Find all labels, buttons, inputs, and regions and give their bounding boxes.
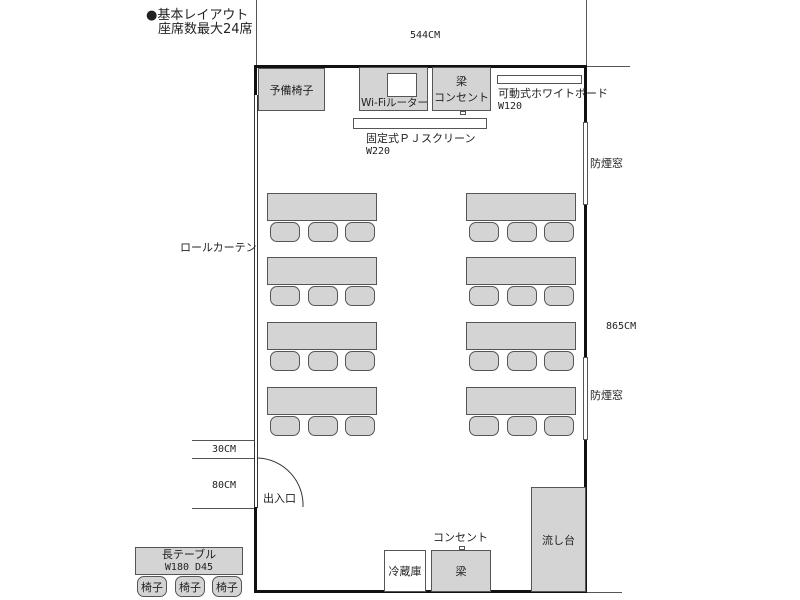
outlet-label: コンセント [433, 531, 488, 544]
fridge-label: 冷蔵庫 [388, 565, 422, 578]
table[interactable] [267, 322, 377, 350]
entrance-label: 出入口 [263, 492, 296, 505]
chair[interactable] [469, 222, 499, 242]
outlet-label: コンセント [434, 91, 489, 104]
chair[interactable] [544, 222, 574, 242]
dimension-line [192, 458, 255, 459]
gap-dimension: 30CM [212, 444, 237, 455]
chair[interactable] [469, 351, 499, 371]
smoke-window-label: 防煙窓 [590, 157, 623, 170]
pj-screen [353, 118, 487, 129]
legend-table-size: W180 D45 [164, 561, 214, 573]
layout-title: ●基本レイアウト [146, 8, 249, 23]
beam-outlet-top: 梁 コンセント [432, 67, 491, 111]
table[interactable] [267, 193, 377, 221]
left-wall [254, 507, 257, 593]
legend-table-label: 長テーブル [161, 548, 217, 562]
chair[interactable] [345, 351, 375, 371]
chair[interactable] [507, 222, 537, 242]
wifi-router-area: Wi-Fiルーター [359, 67, 428, 111]
chair[interactable] [270, 351, 300, 371]
table[interactable] [267, 257, 377, 285]
top-wall [255, 65, 587, 68]
door-arc [257, 457, 304, 508]
chair[interactable] [270, 286, 300, 306]
chair[interactable] [270, 222, 300, 242]
whiteboard-width: W120 [498, 101, 523, 112]
table[interactable] [267, 387, 377, 415]
roll-curtain-wall [254, 95, 258, 508]
fridge: 冷蔵庫 [384, 550, 426, 592]
screen-label: 固定式ＰＪスクリーン [366, 132, 476, 145]
chair[interactable] [308, 286, 338, 306]
roll-curtain-label: ロールカーテン [180, 241, 257, 254]
legend-chair: 椅子 [137, 576, 167, 597]
chair[interactable] [469, 416, 499, 436]
chair[interactable] [469, 286, 499, 306]
chair[interactable] [544, 351, 574, 371]
table[interactable] [466, 322, 576, 350]
whiteboard[interactable] [497, 75, 582, 84]
sink-label: 流し台 [542, 533, 575, 547]
chair[interactable] [544, 286, 574, 306]
chair[interactable] [308, 351, 338, 371]
dimension-line [192, 440, 255, 441]
dimension-line [256, 0, 257, 66]
spare-chairs-label: 予備椅子 [269, 83, 314, 97]
smoke-window [583, 357, 588, 440]
seat-count: 座席数最大24席 [158, 22, 253, 37]
chair[interactable] [544, 416, 574, 436]
left-wall [254, 65, 257, 95]
door-swing[interactable] [255, 455, 315, 515]
chair[interactable] [507, 351, 537, 371]
depth-dimension: 865CM [606, 321, 637, 332]
legend-chair-label: 椅子 [216, 580, 238, 594]
table[interactable] [466, 193, 576, 221]
right-wall [584, 205, 587, 357]
dimension-line [192, 508, 255, 509]
screen-width: W220 [366, 146, 391, 157]
spare-chairs: 予備椅子 [258, 68, 325, 111]
right-wall [584, 65, 587, 123]
outlet-icon [459, 546, 465, 550]
legend-chair-label: 椅子 [141, 580, 163, 594]
table[interactable] [466, 257, 576, 285]
table[interactable] [466, 387, 576, 415]
whiteboard-label: 可動式ホワイトボード [498, 87, 608, 100]
smoke-window-label: 防煙窓 [590, 389, 623, 402]
legend-table: 長テーブル W180 D45 [135, 547, 243, 575]
chair[interactable] [308, 416, 338, 436]
door-dimension: 80CM [212, 480, 237, 491]
wifi-label: Wi-Fiルーター [360, 97, 429, 109]
chair[interactable] [507, 416, 537, 436]
dimension-line [586, 0, 587, 66]
chair[interactable] [507, 286, 537, 306]
sink: 流し台 [531, 487, 586, 592]
dimension-line [586, 592, 622, 593]
legend-chair-label: 椅子 [179, 580, 201, 594]
chair[interactable] [308, 222, 338, 242]
chair[interactable] [270, 416, 300, 436]
wifi-router [387, 73, 417, 97]
width-dimension: 544CM [410, 30, 441, 41]
legend-chair: 椅子 [212, 576, 242, 597]
beam-label: 梁 [456, 75, 467, 88]
legend-chair: 椅子 [175, 576, 205, 597]
chair[interactable] [345, 416, 375, 436]
beam-bottom: 梁 [431, 550, 491, 592]
beam-label: 梁 [455, 565, 467, 578]
dimension-line [586, 66, 630, 67]
chair[interactable] [345, 286, 375, 306]
smoke-window [583, 122, 588, 205]
chair[interactable] [345, 222, 375, 242]
outlet-icon [460, 111, 466, 115]
